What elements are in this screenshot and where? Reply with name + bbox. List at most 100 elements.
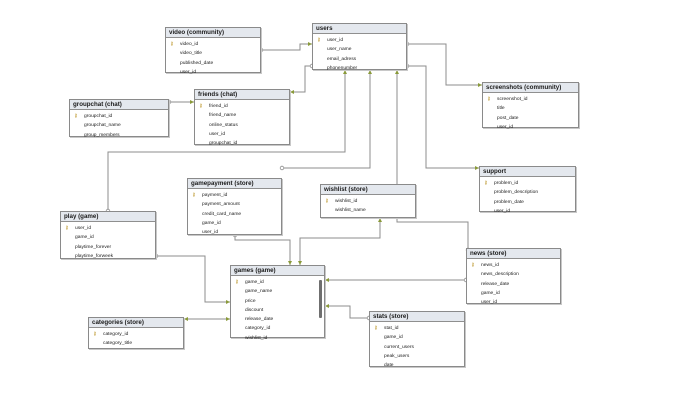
field-name: wishlist_id [335,199,358,204]
field-row[interactable]: title [483,104,578,113]
field-row[interactable]: game_id [467,289,560,298]
field-row[interactable]: category_id [231,324,324,333]
primary-key-icon: ⚷ [93,331,97,337]
field-row[interactable]: published_date [166,59,260,68]
primary-key-icon: ⚷ [74,113,78,119]
field-name: problem_id [494,181,519,186]
field-row[interactable]: user_id [188,228,281,237]
field-row[interactable]: price [231,297,324,306]
field-row[interactable]: ⚷payment_id [188,191,281,200]
field-row[interactable]: game_id [61,233,155,242]
field-name: email_adress [327,56,357,62]
field-row[interactable]: peak_users [370,352,464,361]
link-video-users [261,43,312,51]
field-row[interactable]: user_id [483,123,578,132]
primary-key-icon: ⚷ [317,37,321,43]
field-row[interactable]: game_name [231,287,324,296]
primary-key-icon: ⚷ [199,103,203,109]
field-row[interactable]: ⚷problem_id [480,179,575,188]
field-row[interactable]: group_members [70,131,168,140]
field-row[interactable]: problem_date [480,198,575,207]
field-row[interactable]: payment_amount [188,200,281,209]
field-row[interactable]: ⚷news_id [467,261,560,270]
field-row[interactable]: playtime_forever [61,243,155,252]
field-row[interactable]: date [370,361,464,370]
field-name: playtime_forweek [75,253,114,259]
field-row[interactable]: user_id [467,298,560,307]
primary-key-icon: ⚷ [325,198,329,204]
field-row[interactable]: release_date [231,315,324,324]
field-row[interactable]: groupchat_id [195,139,289,148]
field-row[interactable]: post_date [483,114,578,123]
field-row[interactable]: ⚷screenshot_id [483,95,578,104]
field-name: groupchat_id [209,141,238,147]
table-title: play (game) [61,212,155,222]
field-row[interactable]: wishlist_name [321,206,415,215]
field-name: online_status [209,122,238,128]
field-name: game_id [75,235,94,241]
primary-key-icon: ⚷ [170,41,174,47]
field-row[interactable]: friend_name [195,111,289,120]
field-name: published_date [180,60,214,66]
field-row[interactable]: ⚷video_id [166,40,260,49]
games-scrollbar[interactable] [319,280,322,318]
table-play[interactable]: play (game) ⚷user_id game_id playtime_forev… [60,211,156,259]
field-row[interactable]: playtime_forweek [61,252,155,261]
field-row[interactable]: game_id [188,219,281,228]
field-row[interactable]: groupchat_name [70,121,168,130]
field-row[interactable]: ⚷user_id [61,224,155,233]
field-name: user_id [481,300,498,306]
field-name: friend_name [209,113,237,119]
field-name: post_date [497,115,519,121]
field-row[interactable]: online_status [195,121,289,130]
link-users-friends [290,65,312,93]
field-name: discount [245,307,264,313]
field-row[interactable]: user_id [480,207,575,216]
field-row[interactable]: news_description [467,270,560,279]
table-title: games (game) [231,266,324,276]
field-row[interactable]: ⚷ wishlist_id [321,197,415,206]
primary-key-icon: ⚷ [374,325,378,331]
field-name: problem_date [494,199,524,205]
field-row[interactable]: phonenumber [313,64,406,73]
field-row[interactable]: credit_card_name [188,210,281,219]
field-row[interactable]: ⚷category_id [89,330,183,339]
field-name: release_date [481,281,510,287]
field-row[interactable]: category_title [89,339,183,348]
field-row[interactable]: user_id [166,68,260,77]
field-row[interactable]: ⚷stat_id [370,324,464,333]
field-row[interactable]: current_users [370,343,464,352]
field-row[interactable]: release_date [467,280,560,289]
field-name: current_users [384,344,414,350]
field-row[interactable]: video_title [166,49,260,58]
field-row[interactable]: user_name [313,45,406,54]
field-name: game_id [481,290,500,296]
field-row[interactable]: ⚷user_id [313,36,406,45]
field-row[interactable]: discount [231,306,324,315]
field-row[interactable]: user_id [195,130,289,139]
primary-key-icon: ⚷ [192,192,196,198]
field-row[interactable]: ⚷game_id [231,278,324,287]
field-row[interactable]: wishlist_id [231,334,324,343]
field-row[interactable]: email_adress [313,55,406,64]
field-row[interactable]: ⚷groupchat_id [70,112,168,121]
table-title: gamepayment (store) [188,179,281,189]
field-row[interactable]: problem_description [480,188,575,197]
field-row[interactable]: game_id [370,333,464,342]
field-row[interactable]: ⚷friend_id [195,102,289,111]
